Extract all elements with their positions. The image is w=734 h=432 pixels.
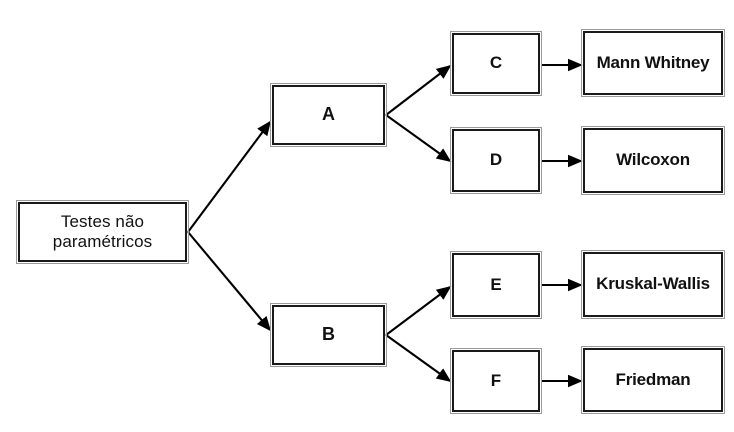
node-label-wilcoxon: Wilcoxon: [616, 150, 690, 170]
node-label-f: F: [490, 370, 502, 390]
node-wilcoxon[interactable]: Wilcoxon: [581, 126, 725, 195]
node-label-b: B: [322, 324, 335, 345]
node-friedman[interactable]: Friedman: [581, 346, 725, 414]
node-root[interactable]: Testes não paramétricos: [16, 200, 189, 264]
node-kruskal-wallis[interactable]: Kruskal-Wallis: [581, 250, 725, 319]
node-label-a: A: [322, 104, 335, 125]
edge-root-to-b: [187, 231, 272, 332]
edge-b-to-f: [385, 334, 452, 382]
node-label-friedman: Friedman: [615, 369, 691, 389]
node-label-root: Testes não paramétricos: [52, 211, 153, 251]
node-label-e: E: [490, 274, 502, 294]
node-label-mann-whitney: Mann Whitney: [596, 52, 710, 72]
edge-a-to-d: [385, 114, 452, 162]
node-e[interactable]: E: [450, 251, 542, 319]
node-b[interactable]: B: [270, 303, 387, 367]
node-mann-whitney[interactable]: Mann Whitney: [581, 29, 725, 97]
node-c[interactable]: C: [450, 31, 542, 96]
node-f[interactable]: F: [450, 348, 542, 414]
edge-root-to-a: [187, 120, 272, 233]
edge-b-to-e: [385, 285, 452, 336]
edge-a-to-c: [385, 64, 452, 116]
node-label-d: D: [489, 150, 503, 170]
node-label-kruskal-wallis: Kruskal-Wallis: [596, 274, 710, 294]
node-d[interactable]: D: [450, 127, 542, 194]
node-label-c: C: [489, 53, 503, 73]
node-a[interactable]: A: [270, 83, 387, 147]
